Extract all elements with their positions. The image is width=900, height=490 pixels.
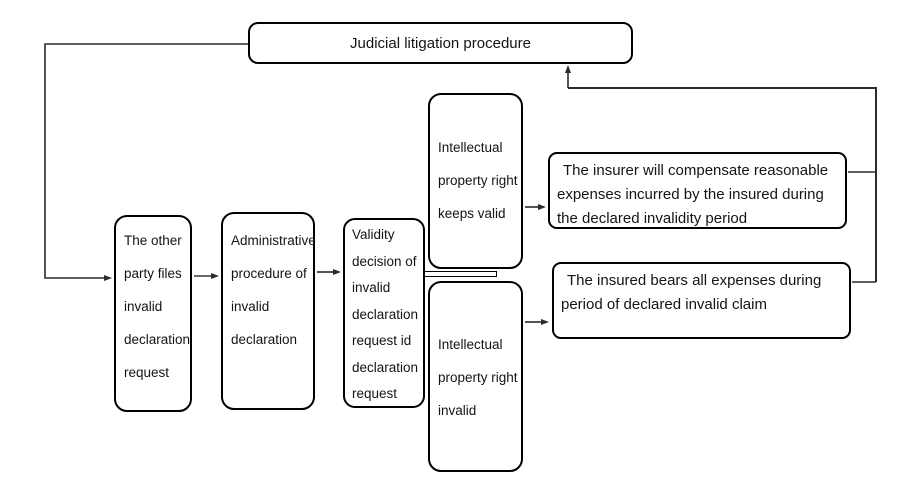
node-other-party-files-request: The other party files invalid declaratio… (114, 215, 192, 412)
node-judicial-litigation: Judicial litigation procedure (248, 22, 633, 64)
node-insured-bears-expenses: The insured bears all expenses during pe… (552, 262, 851, 339)
node-insurer-compensates: The insurer will compensate reasonable e… (548, 152, 847, 229)
node-ipr-keeps-valid: Intellectual property right keeps valid (428, 93, 523, 269)
node-validity-decision: Validity decision of invalid declaration… (343, 218, 425, 408)
connector-split-bar (424, 271, 497, 277)
connector-right-rail (568, 87, 877, 282)
connector-judicial-to-other-party (44, 43, 248, 281)
node-ipr-invalid: Intellectual property right invalid (428, 281, 523, 472)
node-administrative-procedure: Administrative procedure of invalid decl… (221, 212, 316, 410)
